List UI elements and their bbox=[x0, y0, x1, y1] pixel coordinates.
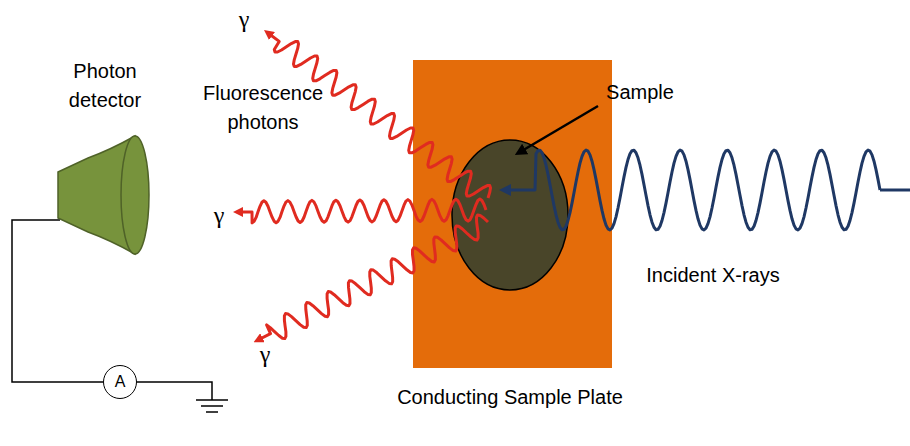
gamma-symbol: γ bbox=[260, 337, 271, 372]
detector-label: Photon detector bbox=[50, 57, 160, 115]
gamma-symbol: γ bbox=[239, 2, 250, 37]
ammeter-symbol: A bbox=[103, 365, 137, 399]
plate-label: Conducting Sample Plate bbox=[397, 383, 623, 412]
photon-label: Fluorescence photons bbox=[198, 79, 328, 137]
sample-label: Sample bbox=[606, 78, 674, 107]
wave-arrow bbox=[268, 33, 491, 198]
leader-arrow bbox=[520, 106, 598, 152]
gamma-symbol: γ bbox=[214, 198, 225, 233]
wire bbox=[12, 220, 103, 382]
photon-detector bbox=[58, 136, 149, 254]
ammeter-letter: A bbox=[115, 373, 126, 391]
xray-beam bbox=[880, 189, 910, 192]
sample-plate bbox=[413, 60, 612, 368]
wave-arrow bbox=[505, 150, 880, 230]
sample bbox=[452, 140, 568, 290]
wave-arrow bbox=[258, 215, 488, 340]
xray-label: Incident X-rays bbox=[646, 261, 779, 290]
wire bbox=[137, 382, 212, 400]
ground-symbol bbox=[196, 400, 228, 412]
wave-arrow bbox=[238, 199, 486, 223]
